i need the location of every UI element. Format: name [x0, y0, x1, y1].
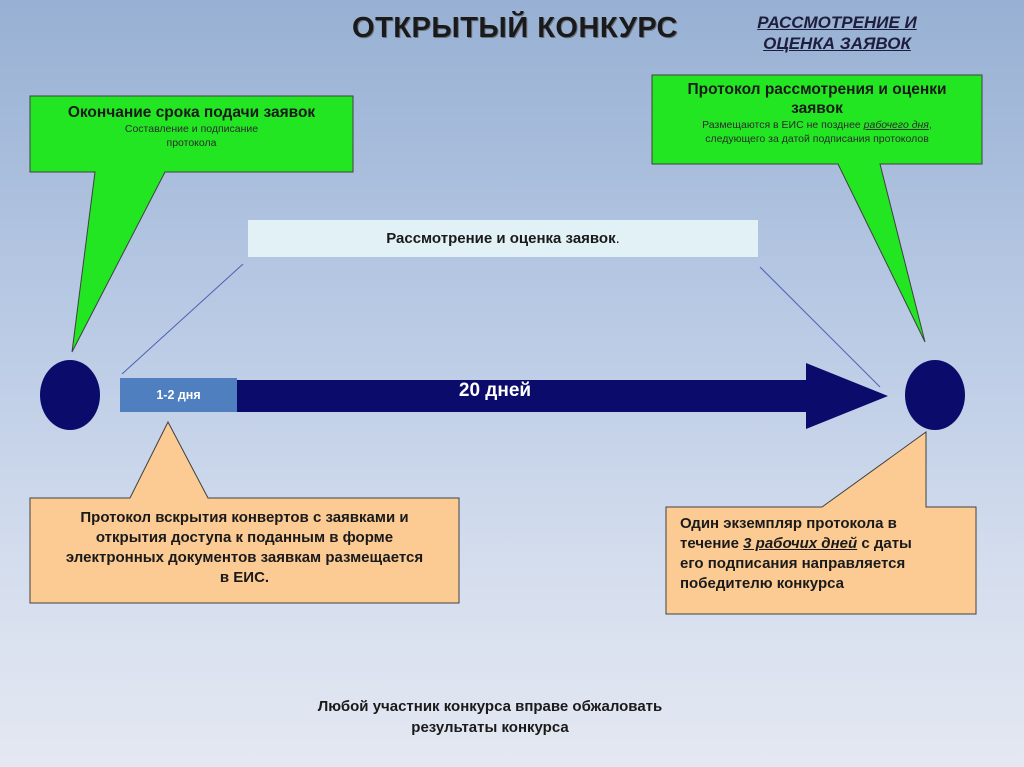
- callout-right-bottom-text: Один экземпляр протокола в течение 3 раб…: [680, 514, 970, 594]
- callout-right-top-title-1: Протокол рассмотрения и оценки: [687, 81, 947, 98]
- body-pre: Размещаются в ЕИС не позднее: [702, 119, 864, 131]
- line2-pre: течение: [680, 535, 744, 552]
- callout-left-top-body-2: протокола: [166, 137, 217, 149]
- callout-left-top-text: Окончание срока подачи заявок Составлени…: [36, 103, 347, 150]
- callout-left-bottom-line4: в ЕИС.: [219, 569, 270, 586]
- short-period-block: [120, 378, 237, 412]
- callout-right-bottom-shape: [665, 431, 977, 615]
- page-subtitle: РАССМОТРЕНИЕ И ОЦЕНКА ЗАЯВОК: [742, 12, 932, 54]
- callout-left-bottom-line2: открытия доступа к поданным в форме: [95, 529, 394, 546]
- callout-left-top-body-1: Составление и подписание: [124, 123, 259, 135]
- callout-left-bottom-line1: Протокол вскрытия конвертов с заявками и: [80, 509, 409, 526]
- long-period-label: 20 дней: [458, 380, 532, 401]
- footer-note: Любой участник конкурса вправе обжаловат…: [250, 696, 730, 738]
- callout-right-top-shape: [651, 74, 983, 343]
- callout-right-top-title-2: заявок: [791, 100, 843, 117]
- footer-line1: Любой участник конкурса вправе обжаловат…: [317, 698, 663, 715]
- body-emph: рабочего дня: [863, 119, 929, 131]
- start-milestone-circle: [40, 360, 100, 430]
- subtitle-line2: ОЦЕНКА ЗАЯВОК: [763, 34, 911, 53]
- review-label-text: Рассмотрение и оценка заявок: [386, 230, 616, 247]
- callout-right-bottom-line2: течение 3 рабочих дней с даты: [680, 534, 970, 554]
- callout-right-bottom-line3: его подписания направляется: [680, 555, 906, 572]
- footer-line2: результаты конкурса: [411, 719, 569, 736]
- review-box-label: Рассмотрение и оценка заявок.: [248, 220, 758, 257]
- connector-line-left: [121, 263, 244, 375]
- callout-left-top-shape: [29, 95, 354, 353]
- callout-left-bottom-shape: [29, 420, 460, 604]
- callout-right-top-body-1: Размещаются в ЕИС не позднее рабочего дн…: [656, 118, 978, 132]
- callout-right-top-body-2: следующего за датой подписания протоколо…: [705, 133, 929, 145]
- end-milestone-circle: [905, 360, 965, 430]
- callout-right-bottom-line1: Один экземпляр протокола в: [680, 515, 897, 532]
- page-title: ОТКРЫТЫЙ КОНКУРС: [352, 12, 678, 44]
- connector-line-right: [759, 266, 881, 388]
- subtitle-line1: РАССМОТРЕНИЕ И: [757, 13, 917, 32]
- callout-left-top-title: Окончание срока подачи заявок: [67, 104, 316, 121]
- body-post: ,: [928, 119, 932, 131]
- short-period-label: 1-2 дня: [156, 388, 201, 402]
- callout-right-top-text: Протокол рассмотрения и оценки заявок Ра…: [656, 80, 978, 146]
- line2-emph: 3 рабочих дней: [743, 535, 858, 552]
- timeline-arrow: [237, 363, 888, 429]
- callout-right-bottom-line4: победителю конкурса: [680, 575, 844, 592]
- callout-left-bottom-text: Протокол вскрытия конвертов с заявками и…: [36, 508, 453, 588]
- callout-left-bottom-line3: электронных документов заявкам размещает…: [65, 549, 424, 566]
- review-box-shape: [248, 220, 758, 257]
- line2-post: с даты: [857, 535, 912, 552]
- review-label-suffix: .: [615, 230, 620, 247]
